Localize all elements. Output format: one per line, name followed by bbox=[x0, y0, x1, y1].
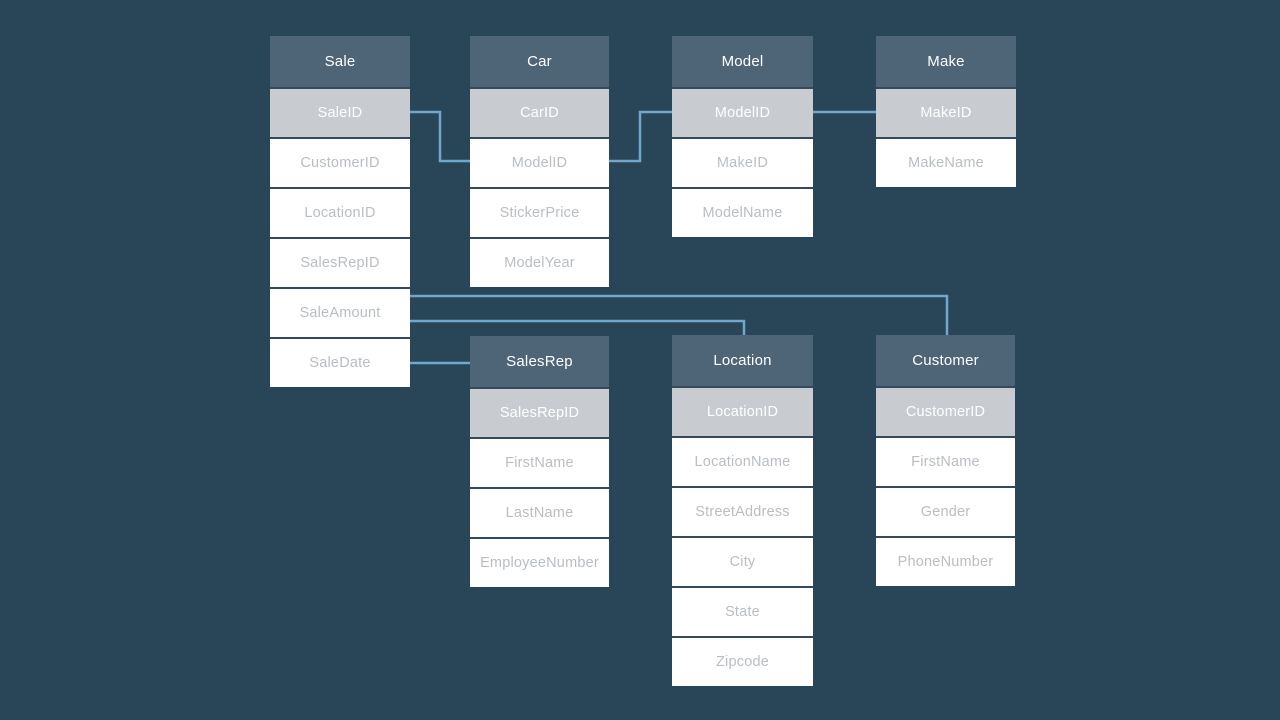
entity-title-car: Car bbox=[470, 36, 609, 87]
entity-title-location: Location bbox=[672, 335, 813, 386]
primary-key-field-car-0[interactable]: CarID bbox=[470, 87, 609, 137]
field-model-2[interactable]: ModelName bbox=[672, 187, 813, 237]
field-model-1[interactable]: MakeID bbox=[672, 137, 813, 187]
connector-sale-car bbox=[410, 110, 470, 163]
field-car-1[interactable]: ModelID bbox=[470, 137, 609, 187]
connector-sale-location bbox=[410, 319, 746, 335]
primary-key-field-location-0[interactable]: LocationID bbox=[672, 386, 813, 436]
field-car-3[interactable]: ModelYear bbox=[470, 237, 609, 287]
field-customer-1[interactable]: FirstName bbox=[876, 436, 1015, 486]
field-location-5[interactable]: Zipcode bbox=[672, 636, 813, 686]
connector-sale-customer bbox=[410, 294, 949, 335]
field-customer-3[interactable]: PhoneNumber bbox=[876, 536, 1015, 586]
entity-title-model: Model bbox=[672, 36, 813, 87]
field-sale-4[interactable]: SaleAmount bbox=[270, 287, 410, 337]
entity-title-salesrep: SalesRep bbox=[470, 336, 609, 387]
entity-title-sale: Sale bbox=[270, 36, 410, 87]
primary-key-field-make-0[interactable]: MakeID bbox=[876, 87, 1016, 137]
field-customer-2[interactable]: Gender bbox=[876, 486, 1015, 536]
primary-key-field-salesrep-0[interactable]: SalesRepID bbox=[470, 387, 609, 437]
field-salesrep-2[interactable]: LastName bbox=[470, 487, 609, 537]
field-car-2[interactable]: StickerPrice bbox=[470, 187, 609, 237]
primary-key-field-sale-0[interactable]: SaleID bbox=[270, 87, 410, 137]
entity-title-make: Make bbox=[876, 36, 1016, 87]
field-location-1[interactable]: LocationName bbox=[672, 436, 813, 486]
field-location-4[interactable]: State bbox=[672, 586, 813, 636]
primary-key-field-customer-0[interactable]: CustomerID bbox=[876, 386, 1015, 436]
entity-title-customer: Customer bbox=[876, 335, 1015, 386]
field-location-2[interactable]: StreetAddress bbox=[672, 486, 813, 536]
field-sale-5[interactable]: SaleDate bbox=[270, 337, 410, 387]
connector-car-model bbox=[609, 110, 672, 163]
primary-key-field-model-0[interactable]: ModelID bbox=[672, 87, 813, 137]
field-salesrep-1[interactable]: FirstName bbox=[470, 437, 609, 487]
field-sale-3[interactable]: SalesRepID bbox=[270, 237, 410, 287]
field-salesrep-3[interactable]: EmployeeNumber bbox=[470, 537, 609, 587]
field-make-1[interactable]: MakeName bbox=[876, 137, 1016, 187]
field-location-3[interactable]: City bbox=[672, 536, 813, 586]
field-sale-1[interactable]: CustomerID bbox=[270, 137, 410, 187]
field-sale-2[interactable]: LocationID bbox=[270, 187, 410, 237]
